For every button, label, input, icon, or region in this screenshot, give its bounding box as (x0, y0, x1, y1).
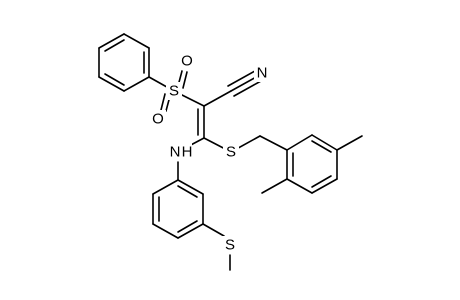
bond-s-o-bot-b (160, 93, 166, 111)
amine-n-label: N (170, 144, 181, 161)
atom-labels: S O O N S N H S (150, 52, 270, 254)
bond-dm-5 (286, 178, 313, 194)
bond-cn-triple-a (230, 75, 259, 92)
bond-ph-4 (98, 76, 125, 92)
sulfonyl-s-label: S (169, 83, 179, 100)
methylthio-s-label: S (225, 237, 235, 254)
bond-an-6 (152, 179, 179, 195)
bond-ph-inner-2 (104, 73, 125, 86)
thioether-s-label: S (226, 144, 236, 161)
bond-dm-inner-1 (311, 140, 332, 153)
amine-h-label: H (182, 144, 193, 161)
bond-cn-triple-c (233, 80, 262, 97)
bond-ring-sme (202, 223, 225, 237)
bond-s-o-top-b (182, 71, 188, 89)
bond-ch2-ring (259, 135, 288, 151)
bond-an-inner-1 (177, 185, 198, 198)
bond-methyl-5 (336, 135, 363, 151)
sulfonyl-o-top-label: O (181, 53, 193, 70)
bond-c2-cn (203, 90, 232, 107)
nitrile-n-label: N (257, 65, 268, 82)
bond-an-inner-2 (177, 220, 198, 233)
bond-cn-triple-b (227, 70, 256, 87)
bond-dm-1 (286, 134, 313, 151)
bond-an-1 (177, 179, 204, 195)
bond-an-3 (177, 223, 204, 239)
bond-ph-6 (98, 33, 125, 49)
bond-dm-inner-2 (311, 175, 332, 188)
bond-ph-3 (123, 76, 150, 92)
bond-ph-1 (123, 33, 150, 49)
bond-ph-inner-3 (104, 39, 125, 52)
bond-dm-2 (311, 134, 338, 151)
bonds (98, 33, 363, 271)
bond-dm-4 (311, 178, 338, 194)
sulfonyl-o-bottom-label: O (152, 111, 164, 128)
bond-methyl-2 (261, 178, 288, 194)
bond-an-4 (152, 223, 179, 239)
